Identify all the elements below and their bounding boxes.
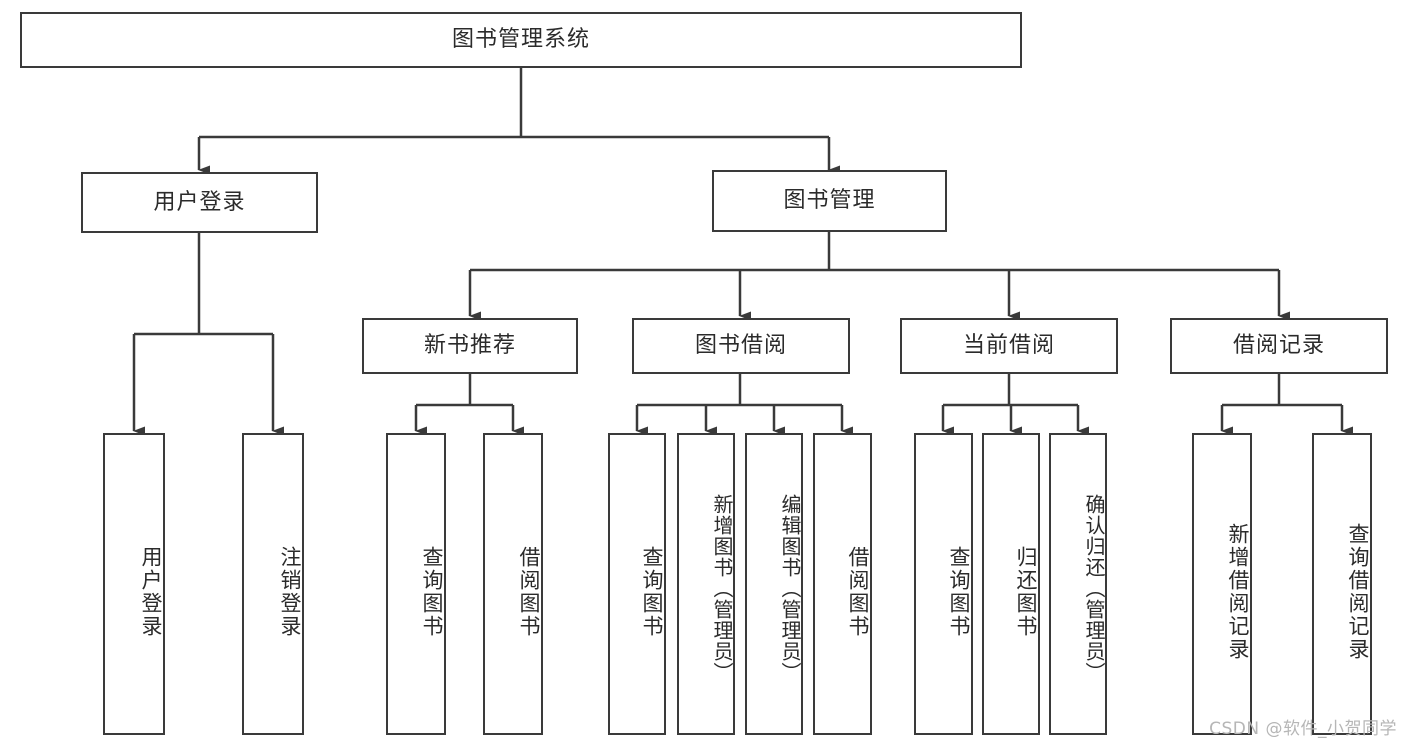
node-label: 确认归还（管理员） bbox=[1082, 493, 1106, 683]
node-label: 借阅图书 bbox=[517, 546, 541, 638]
node-leaf-query-borrow-record[interactable]: 查询借阅记录 bbox=[1312, 433, 1372, 735]
node-label: 新书推荐 bbox=[423, 333, 516, 359]
node-leaf-add-book-admin[interactable]: 新增图书（管理员） bbox=[677, 433, 735, 735]
node-book-borrow[interactable]: 图书借阅 bbox=[632, 318, 850, 374]
node-leaf-user-login[interactable]: 用户登录 bbox=[103, 433, 165, 735]
node-user-login[interactable]: 用户登录 bbox=[81, 172, 318, 233]
node-leaf-borrow-book[interactable]: 借阅图书 bbox=[813, 433, 872, 735]
node-label: 借阅记录 bbox=[1232, 333, 1325, 359]
node-label: 当前借阅 bbox=[962, 333, 1055, 359]
node-leaf-query-book-current[interactable]: 查询图书 bbox=[914, 433, 973, 735]
node-leaf-borrow-book-recommend[interactable]: 借阅图书 bbox=[483, 433, 543, 735]
node-label: 图书借阅 bbox=[694, 333, 787, 359]
node-root[interactable]: 图书管理系统 bbox=[20, 12, 1022, 68]
node-label: 归还图书 bbox=[1014, 546, 1038, 638]
node-leaf-query-book[interactable]: 查询图书 bbox=[608, 433, 666, 735]
node-label: 查询图书 bbox=[947, 546, 971, 638]
node-label: 编辑图书（管理员） bbox=[778, 493, 802, 683]
node-label: 注销登录 bbox=[278, 546, 302, 638]
node-leaf-edit-book-admin[interactable]: 编辑图书（管理员） bbox=[745, 433, 803, 735]
node-label: 查询图书 bbox=[420, 546, 444, 638]
node-leaf-return-book[interactable]: 归还图书 bbox=[982, 433, 1040, 735]
node-leaf-confirm-return-admin[interactable]: 确认归还（管理员） bbox=[1049, 433, 1107, 735]
node-label: 用户登录 bbox=[153, 189, 246, 215]
node-label: 借阅图书 bbox=[846, 546, 870, 638]
node-label: 新增图书（管理员） bbox=[710, 493, 734, 683]
node-label: 图书管理系统 bbox=[451, 27, 590, 53]
node-new-book-recommend[interactable]: 新书推荐 bbox=[362, 318, 578, 374]
watermark: CSDN @软件_小贺同学 bbox=[1209, 719, 1397, 739]
node-leaf-logout[interactable]: 注销登录 bbox=[242, 433, 304, 735]
node-borrow-record[interactable]: 借阅记录 bbox=[1170, 318, 1388, 374]
node-label: 新增借阅记录 bbox=[1226, 523, 1250, 661]
node-label: 用户登录 bbox=[139, 546, 163, 638]
node-leaf-add-borrow-record[interactable]: 新增借阅记录 bbox=[1192, 433, 1252, 735]
node-leaf-query-book-recommend[interactable]: 查询图书 bbox=[386, 433, 446, 735]
node-label: 查询图书 bbox=[640, 546, 664, 638]
node-label: 图书管理 bbox=[783, 188, 876, 214]
node-current-borrow[interactable]: 当前借阅 bbox=[900, 318, 1118, 374]
node-book-manage[interactable]: 图书管理 bbox=[712, 170, 947, 232]
node-label: 查询借阅记录 bbox=[1346, 523, 1370, 661]
